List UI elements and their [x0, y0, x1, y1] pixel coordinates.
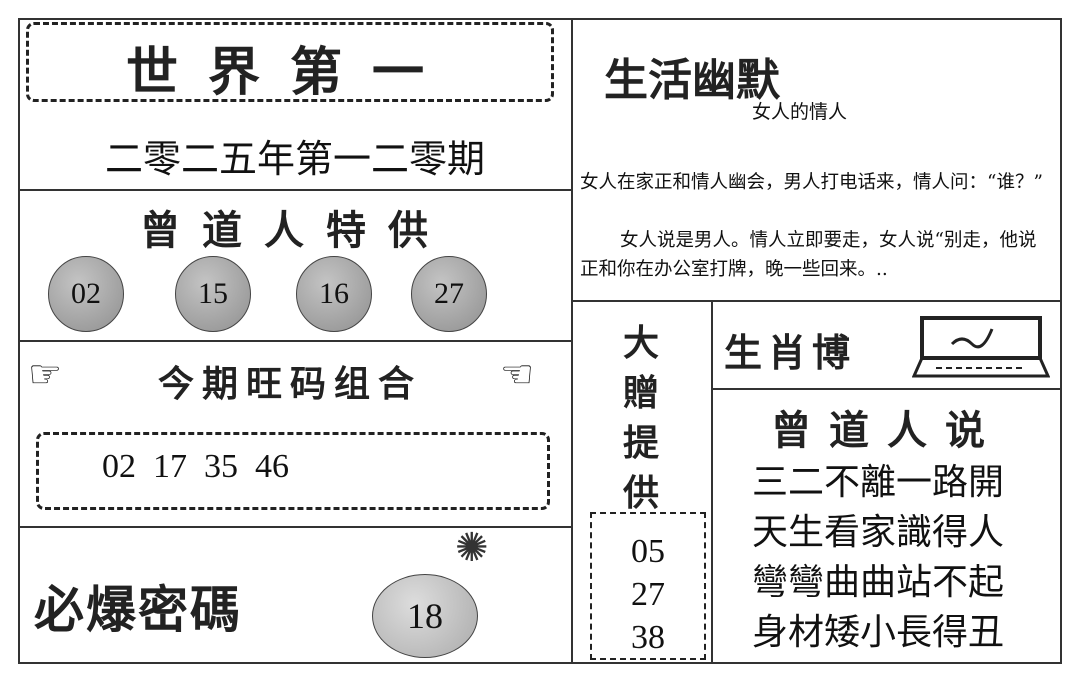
special-heading: 曾道人特供 — [140, 207, 450, 254]
number-ball: 16 — [296, 256, 372, 332]
zodiac-heading: 生肖博 — [724, 330, 857, 375]
divider — [571, 18, 573, 664]
story-paragraph: 女人说是男人。情人立即要走，女人说“别走，他说正和你在办公室打牌，晚一些回来。.… — [580, 230, 1037, 280]
masthead-title: 世界第一 — [125, 42, 454, 103]
sayings-heading: 曾道人说 — [771, 407, 1003, 454]
combo-heading: 今期旺码组合 — [157, 363, 422, 405]
divider — [18, 526, 572, 528]
number-ball: 02 — [48, 256, 124, 332]
gift-number: 27 — [631, 576, 665, 613]
gift-number: 05 — [631, 533, 665, 570]
poem-line: 三二不離一路開 — [752, 462, 1005, 503]
pointing-hand-left-icon: ☜ — [500, 352, 535, 396]
humor-heading: 生活幽默 — [604, 55, 780, 106]
combo-box — [36, 432, 550, 510]
masthead-box — [26, 22, 554, 102]
number-ball: 27 — [411, 256, 487, 332]
divider — [18, 189, 572, 191]
gift-numbers-box — [590, 512, 706, 660]
bomb-number: 18 — [372, 574, 478, 658]
special-numbers: 02 15 16 27 — [48, 256, 488, 336]
story-paragraph: 女人在家正和情人幽会，男人打电话来，情人问：“谁？” — [580, 172, 1043, 193]
bomb-spark-icon: ✺ — [455, 525, 489, 571]
gift-numbers: 05 27 38 — [590, 530, 706, 659]
computer-icon — [911, 314, 1051, 378]
gift-heading: 大贈提供 — [622, 322, 659, 514]
divider — [18, 340, 572, 342]
divider — [712, 388, 1062, 390]
combo-numbers: 02 17 35 46 — [102, 448, 289, 485]
poem-line: 身材矮小長得丑 — [752, 612, 1005, 653]
issue-label: 二零二五年第一二零期 — [104, 137, 485, 181]
divider — [711, 300, 713, 664]
poem-line: 天生看家識得人 — [752, 512, 1005, 553]
number-ball: 15 — [175, 256, 251, 332]
story-title: 女人的情人 — [752, 101, 848, 123]
sayings-poem: 三二不離一路開 天生看家識得人 彎彎曲曲站不起 身材矮小長得丑 — [752, 458, 1004, 658]
divider — [572, 300, 1062, 302]
secret-heading: 必爆密碼 — [34, 580, 242, 639]
pointing-hand-right-icon: ☞ — [28, 352, 63, 396]
poem-line: 彎彎曲曲站不起 — [752, 562, 1005, 603]
gift-number: 38 — [631, 619, 665, 656]
